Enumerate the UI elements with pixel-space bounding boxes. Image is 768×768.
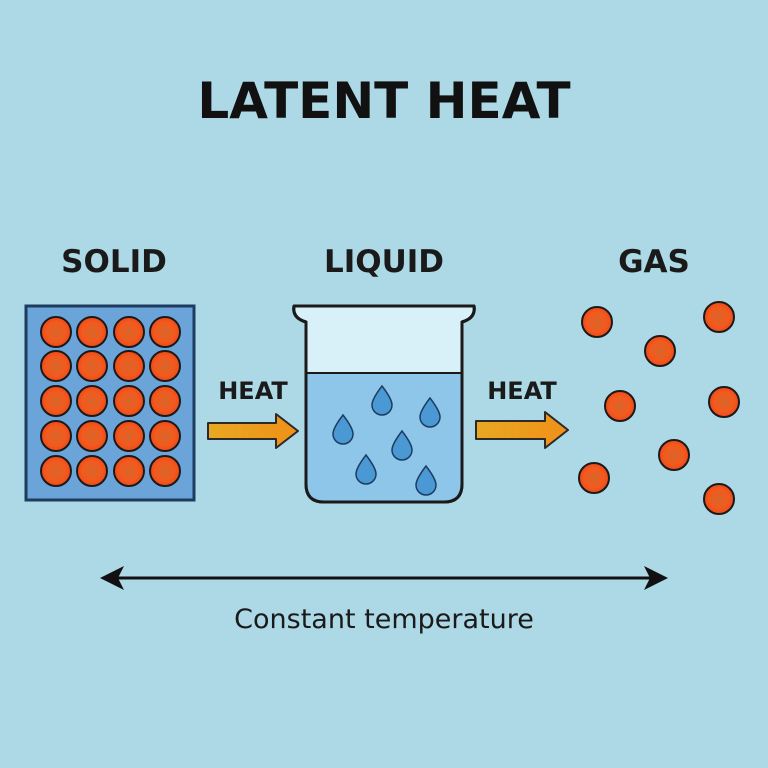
water-drops xyxy=(332,384,441,496)
heat-arrow-1: HEAT xyxy=(207,377,299,449)
beaker-outline xyxy=(292,304,476,504)
constant-temperature-arrow xyxy=(100,566,668,590)
gas-particle xyxy=(644,335,676,367)
gas-label: GAS xyxy=(618,244,690,280)
solid-particle xyxy=(76,420,108,452)
solid-particle xyxy=(149,316,181,348)
solid-particle xyxy=(149,420,181,452)
solid-particle xyxy=(113,385,145,417)
solid-label: SOLID xyxy=(61,244,167,280)
solid-particle xyxy=(76,316,108,348)
solid-particle xyxy=(40,316,72,348)
solid-particle xyxy=(76,455,108,487)
arrow-right-icon xyxy=(475,411,569,449)
gas-particle xyxy=(658,439,690,471)
caption: Constant temperature xyxy=(234,604,534,635)
solid-particle xyxy=(149,350,181,382)
solid-particle xyxy=(113,420,145,452)
solid-particle xyxy=(40,385,72,417)
heat-arrow-2: HEAT xyxy=(475,377,569,449)
solid-particle xyxy=(40,420,72,452)
gas-particle xyxy=(703,483,735,515)
liquid-label: LIQUID xyxy=(324,244,444,280)
gas-particles xyxy=(578,301,740,515)
heat-label-1: HEAT xyxy=(218,377,288,405)
gas-particle xyxy=(708,386,740,418)
gas-particle xyxy=(604,390,636,422)
solid-particle xyxy=(40,350,72,382)
solid-particle xyxy=(76,350,108,382)
water-drop-icon xyxy=(332,413,354,445)
water-drop-icon xyxy=(415,464,437,496)
solid-particle xyxy=(113,350,145,382)
water xyxy=(307,373,461,501)
water-drop-icon xyxy=(371,384,393,416)
arrow-right-icon xyxy=(644,566,668,590)
solid-particle xyxy=(40,455,72,487)
gas-particle xyxy=(581,306,613,338)
beaker xyxy=(292,304,476,504)
solid-particle xyxy=(149,385,181,417)
solid-particle-grid xyxy=(40,316,181,487)
arrow-left-icon xyxy=(100,566,124,590)
solid-particle xyxy=(76,385,108,417)
water-drop-icon xyxy=(391,429,413,461)
arrow-right-icon xyxy=(207,413,299,449)
solid-particle xyxy=(149,455,181,487)
gas-particle xyxy=(578,462,610,494)
solid-particle xyxy=(113,316,145,348)
solid-particle xyxy=(113,455,145,487)
diagram-title: LATENT HEAT xyxy=(197,72,570,130)
solid-block xyxy=(24,304,196,502)
water-drop-icon xyxy=(355,453,377,485)
heat-label-2: HEAT xyxy=(487,377,557,405)
gas-particle xyxy=(703,301,735,333)
water-drop-icon xyxy=(419,396,441,428)
